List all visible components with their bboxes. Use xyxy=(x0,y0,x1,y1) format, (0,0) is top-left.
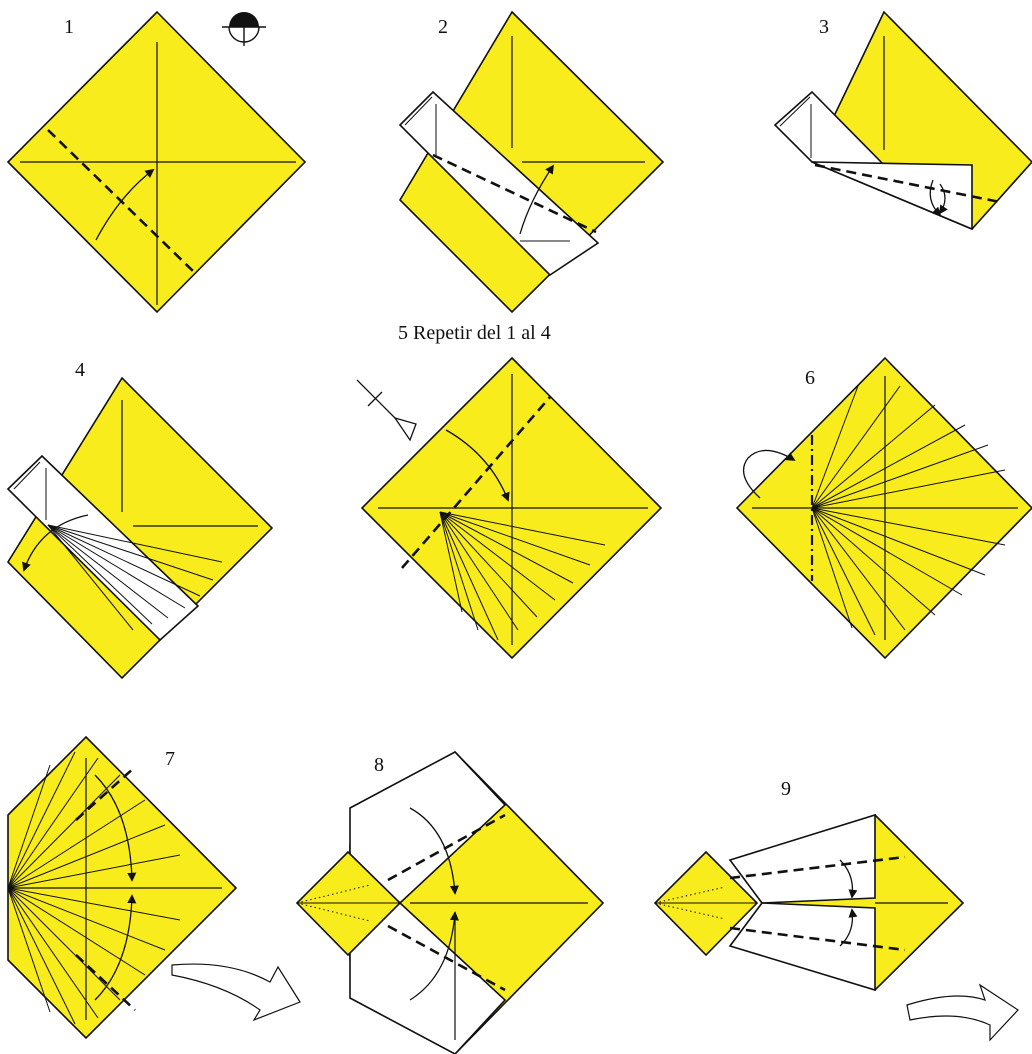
step-6: 6 xyxy=(735,356,1032,660)
step-6-label: 6 xyxy=(805,367,815,389)
turn-arrow-icon xyxy=(906,983,1019,1042)
step-1: 1 xyxy=(6,10,307,314)
step-2: 2 xyxy=(398,10,665,314)
step-9-label: 9 xyxy=(781,778,791,800)
step-1-label: 1 xyxy=(64,16,74,38)
step-6-creases xyxy=(811,385,1006,636)
turn-arrow-icon xyxy=(171,963,301,1022)
step-7-creases xyxy=(7,751,181,1025)
step-5-label: 5 Repetir del 1 al 4 xyxy=(398,322,551,344)
step-8: 8 xyxy=(295,750,605,1054)
step-3-label: 3 xyxy=(819,16,829,38)
step-8-label: 8 xyxy=(374,754,384,776)
step-7-label: 7 xyxy=(165,748,175,770)
step-5 xyxy=(356,356,663,660)
turn-over-symbol-icon xyxy=(222,12,266,46)
valley-fold-arrow-icon xyxy=(356,379,417,442)
step-9: 9 xyxy=(653,778,1019,1042)
step-3: 3 xyxy=(773,10,1032,231)
step-7: 7 xyxy=(7,735,301,1040)
step-4-label: 4 xyxy=(75,359,85,381)
step-4: 4 xyxy=(6,359,274,680)
step-4-creases xyxy=(47,524,223,631)
step-5-creases xyxy=(439,511,606,641)
step-2-label: 2 xyxy=(438,16,448,38)
